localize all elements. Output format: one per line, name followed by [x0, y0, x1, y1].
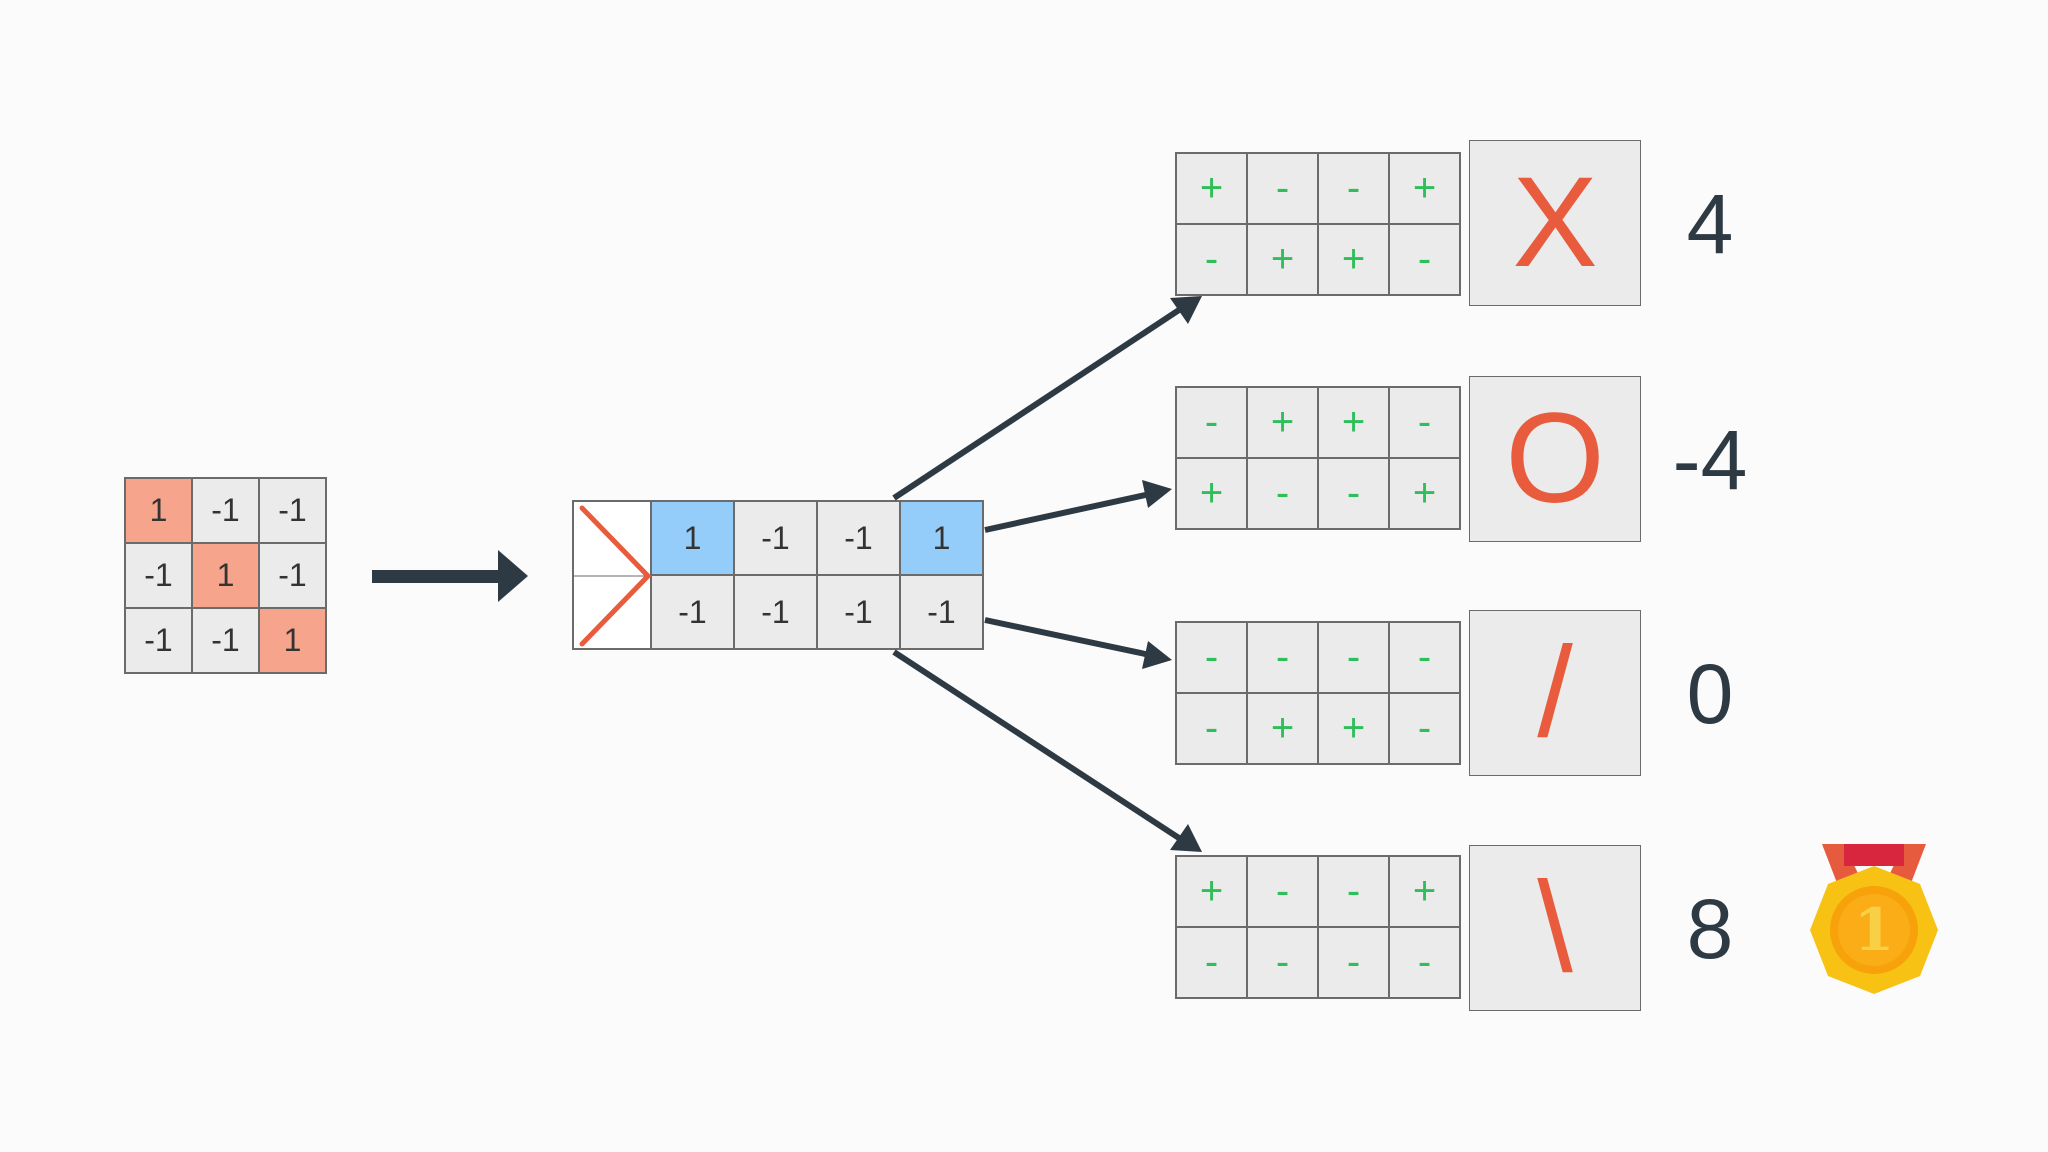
- branch-arrow: [892, 649, 1202, 852]
- sign-cell: +: [1389, 856, 1460, 927]
- sign-cell: -: [1389, 693, 1460, 764]
- sign-cell: -: [1389, 927, 1460, 998]
- feature-cell: -1: [734, 501, 817, 575]
- sign-cell: -: [1176, 622, 1247, 693]
- sign-cell: -: [1176, 224, 1247, 295]
- input-cell: 1: [259, 608, 326, 673]
- symbol-box: /: [1469, 610, 1641, 776]
- sign-cell: +: [1247, 224, 1318, 295]
- input-cell: -1: [192, 478, 259, 543]
- sign-cell: -: [1247, 856, 1318, 927]
- sign-cell: -: [1318, 153, 1389, 224]
- sign-cell: +: [1176, 856, 1247, 927]
- feature-cell: -1: [817, 575, 900, 649]
- score-label: 8: [1686, 882, 1734, 976]
- sign-cell: -: [1247, 458, 1318, 529]
- score-label: 4: [1686, 177, 1734, 271]
- sign-cell: -: [1389, 622, 1460, 693]
- sign-cell: +: [1318, 224, 1389, 295]
- feature-grid: 1 -1 -1 1 -1 -1 -1 -1: [572, 500, 984, 650]
- symbol-box: \: [1469, 845, 1641, 1011]
- sign-cell: -: [1318, 856, 1389, 927]
- score-label: -4: [1672, 413, 1748, 507]
- sign-grid: +--+-++-: [1175, 152, 1461, 296]
- sign-cell: +: [1318, 387, 1389, 458]
- chevron-cell: [573, 501, 652, 649]
- feature-cell: -1: [900, 575, 983, 649]
- sign-cell: +: [1247, 387, 1318, 458]
- sign-cell: -: [1318, 458, 1389, 529]
- sign-cell: -: [1247, 153, 1318, 224]
- sign-cell: -: [1318, 927, 1389, 998]
- feature-cell: -1: [734, 575, 817, 649]
- sign-cell: -: [1247, 927, 1318, 998]
- red-chevron-icon: [574, 505, 652, 647]
- input-cell: -1: [259, 478, 326, 543]
- sign-cell: +: [1247, 693, 1318, 764]
- main-arrow: [372, 550, 528, 602]
- sign-cell: -: [1176, 387, 1247, 458]
- input-cell: 1: [192, 543, 259, 608]
- sign-cell: -: [1176, 693, 1247, 764]
- sign-cell: +: [1389, 458, 1460, 529]
- branch-arrow: [984, 480, 1172, 533]
- sign-cell: -: [1247, 622, 1318, 693]
- feature-cell: -1: [651, 575, 734, 649]
- branch-arrow: [892, 296, 1202, 501]
- sign-grid: +--+----: [1175, 855, 1461, 999]
- input-cell: -1: [192, 608, 259, 673]
- symbol-box: X: [1469, 140, 1641, 306]
- svg-text:1: 1: [1854, 896, 1894, 964]
- feature-cell: 1: [900, 501, 983, 575]
- feature-cell: -1: [817, 501, 900, 575]
- symbol-box: O: [1469, 376, 1641, 542]
- sign-grid: -++-+--+: [1175, 386, 1461, 530]
- score-label: 0: [1686, 647, 1734, 741]
- sign-grid: -----++-: [1175, 621, 1461, 765]
- sign-cell: -: [1318, 622, 1389, 693]
- branch-arrow: [984, 617, 1172, 669]
- feature-cell: 1: [651, 501, 734, 575]
- input-grid: 1 -1 -1 -1 1 -1 -1 -1 1: [124, 477, 327, 674]
- sign-cell: +: [1318, 693, 1389, 764]
- input-cell: 1: [125, 478, 192, 543]
- sign-cell: +: [1176, 458, 1247, 529]
- sign-cell: -: [1176, 927, 1247, 998]
- sign-cell: +: [1389, 153, 1460, 224]
- sign-cell: +: [1176, 153, 1247, 224]
- input-cell: -1: [259, 543, 326, 608]
- sign-cell: -: [1389, 224, 1460, 295]
- input-cell: -1: [125, 608, 192, 673]
- input-cell: -1: [125, 543, 192, 608]
- sign-cell: -: [1389, 387, 1460, 458]
- gold-medal-icon: 1: [1810, 844, 1938, 994]
